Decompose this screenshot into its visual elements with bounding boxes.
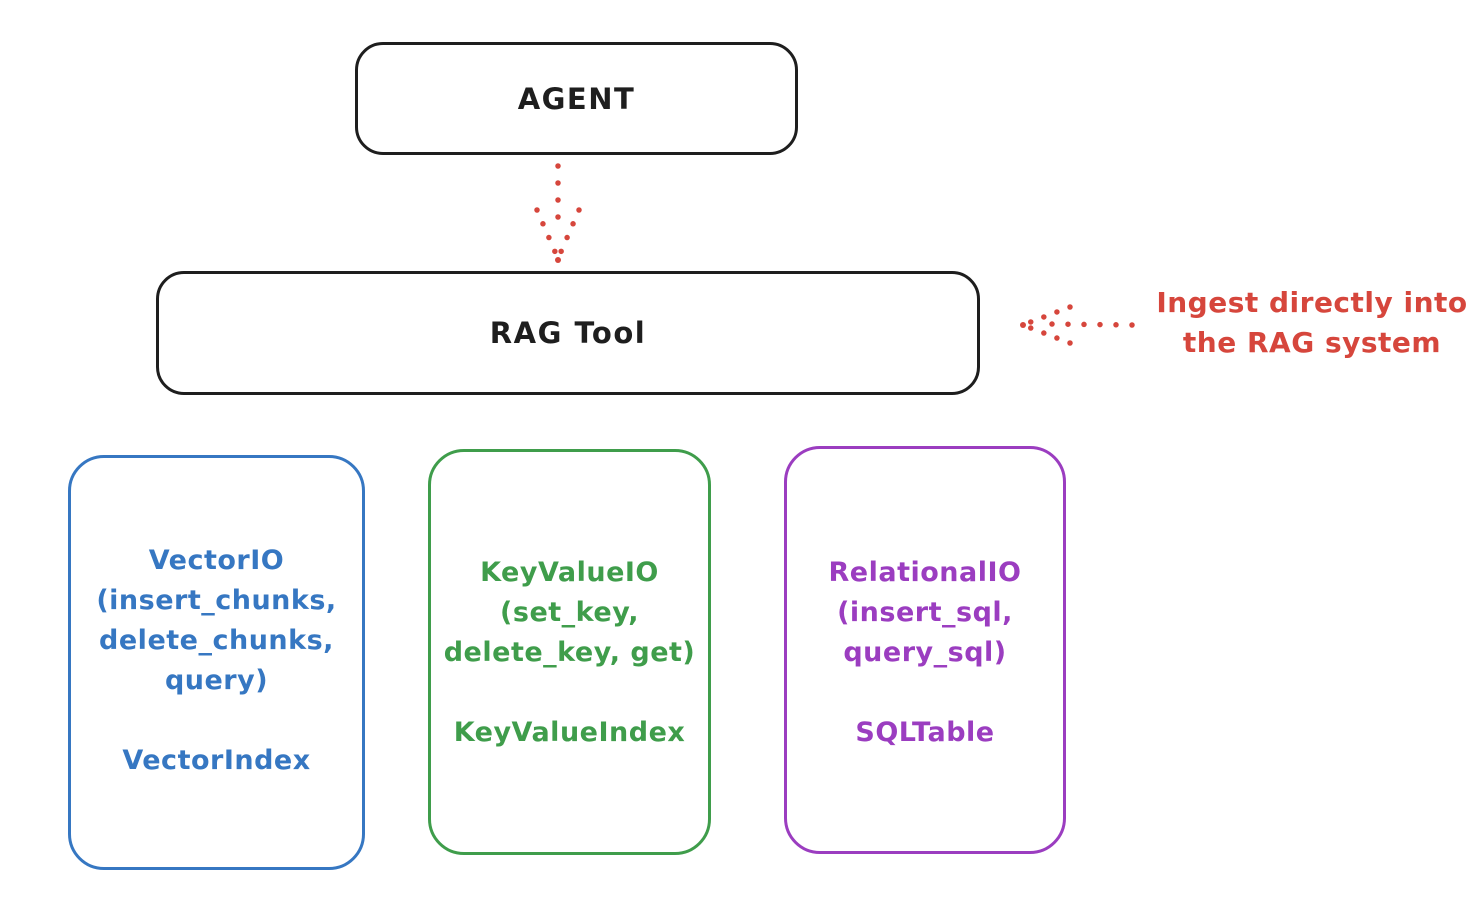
keyvalue-io-line: KeyValueIO — [480, 557, 659, 588]
relational-io-line: (insert_sql, — [837, 597, 1013, 628]
keyvalue-io-line: (set_key, — [500, 597, 639, 628]
arrow-agent-to-rag-icon — [534, 163, 582, 263]
backend-keyvalue-text: KeyValueIO (set_key, delete_key, get) Ke… — [431, 553, 708, 753]
keyvalue-io-line: delete_key, get) — [443, 637, 696, 668]
spacer — [787, 673, 1063, 713]
vector-io-line: query) — [164, 665, 269, 696]
annotation-line-2: the RAG system — [1182, 326, 1442, 359]
backend-box-vector-io: VectorIO (insert_chunks, delete_chunks, … — [68, 455, 365, 870]
vector-io-line: (insert_chunks, — [96, 585, 337, 616]
agent-label: AGENT — [517, 81, 636, 116]
annotation-line-1: Ingest directly into — [1156, 286, 1468, 319]
keyvalue-index-label: KeyValueIndex — [453, 717, 686, 748]
backend-box-keyvalue-io: KeyValueIO (set_key, delete_key, get) Ke… — [428, 449, 711, 855]
sql-table-label: SQLTable — [855, 717, 995, 748]
spacer — [431, 673, 708, 713]
agent-node: AGENT — [355, 42, 798, 155]
annotation-ingest: Ingest directly into the RAG system — [1140, 283, 1484, 363]
relational-io-line: query_sql) — [843, 637, 1007, 668]
rag-tool-label: RAG Tool — [489, 316, 647, 350]
relational-io-line: RelationalIO — [828, 557, 1022, 588]
rag-tool-node: RAG Tool — [156, 271, 980, 395]
arrow-annotation-to-rag-icon — [1020, 304, 1135, 346]
backend-relational-text: RelationalIO (insert_sql, query_sql) SQL… — [787, 553, 1063, 753]
spacer — [71, 701, 362, 741]
backend-vector-text: VectorIO (insert_chunks, delete_chunks, … — [71, 541, 362, 781]
vector-index-label: VectorIndex — [122, 745, 311, 776]
backend-box-relational-io: RelationalIO (insert_sql, query_sql) SQL… — [784, 446, 1066, 854]
vector-io-line: delete_chunks, — [99, 625, 334, 656]
vector-io-line: VectorIO — [148, 545, 285, 576]
